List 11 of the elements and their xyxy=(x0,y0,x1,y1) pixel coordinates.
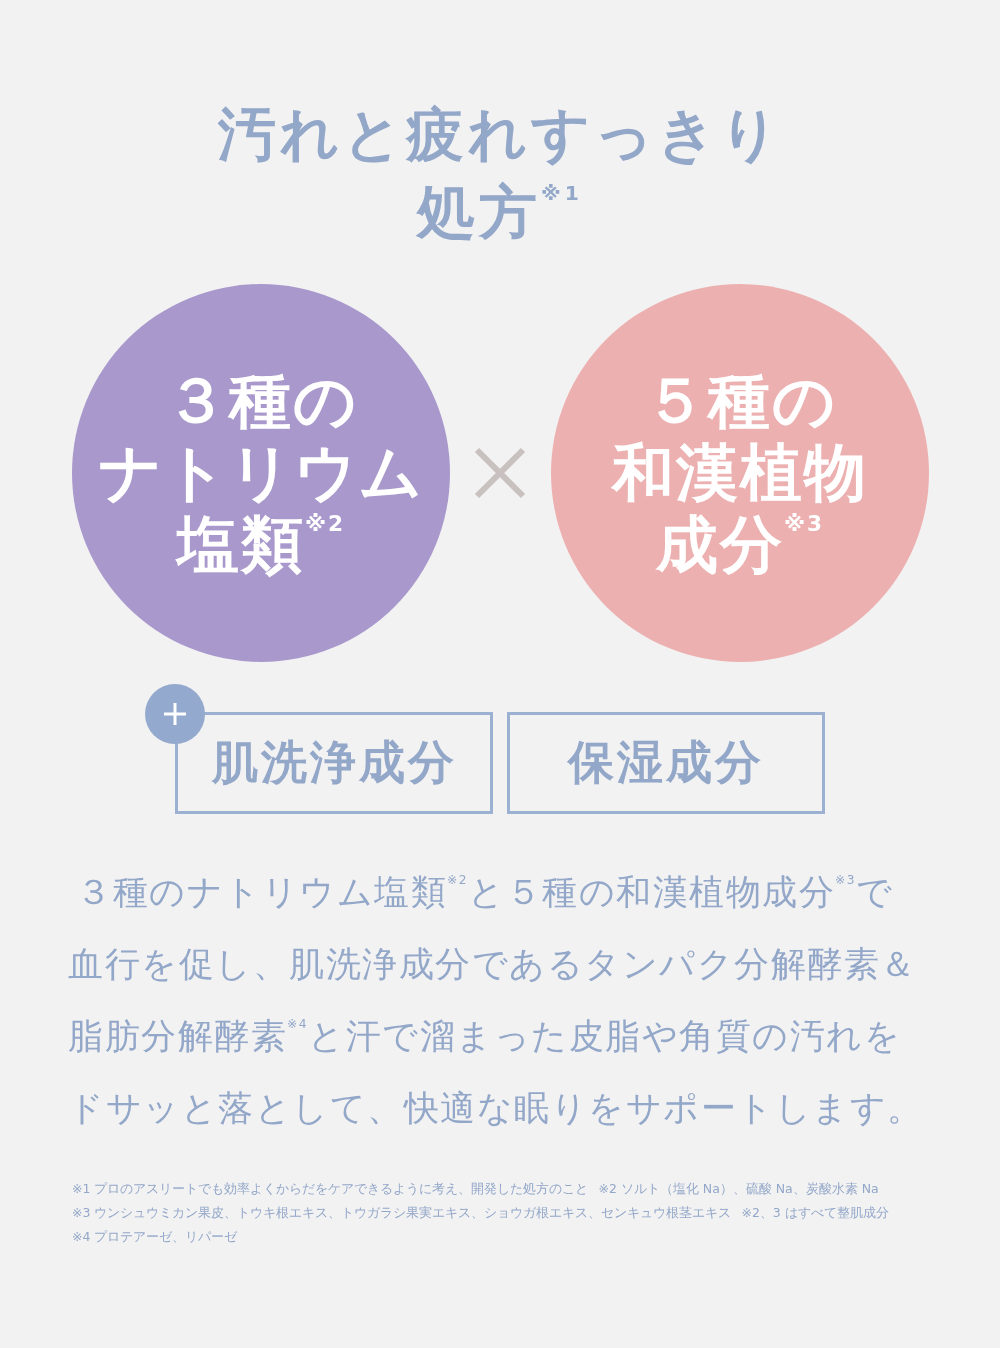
ingredient-circle: ５種の和漢植物成分$^{※3}$ xyxy=(551,284,929,662)
ingredient-circle: ３種のナトリウム塩類$^{※2}$ xyxy=(72,284,450,662)
footnote: ※2 ソルト（塩化 Na）、硫酸 Na、炭酸水素 Na xyxy=(598,1181,879,1198)
body-paragraph: ３種のナトリウム塩類$^{※2}$と５種の和漢植物成分$^{※3}$で血行を促し、肌洗浄成分であるタンパク分解酵素＆脂肪分解酵素$^{※4}$と汗で溜まった皮脂や角質の汚れをドサッと落として、快適な眠りをサポートします。 xyxy=(68,871,925,1130)
title: 汚れと疲れすっきり処方$^{※1}$ xyxy=(216,99,784,248)
ingredient-box: 保湿成分 xyxy=(507,712,825,814)
footnote: ※2、3 はすべて整肌成分 xyxy=(741,1205,889,1222)
footnote: ※1 プロのアスリートでも効率よくからだをケアできるように考え、開発した処方のこと xyxy=(72,1181,589,1198)
ingredient-box: 肌洗浄成分 xyxy=(175,712,493,814)
footnote: ※3 ウンシュウミカン果皮、トウキ根エキス、トウガラシ果実エキス、ショウガ根エキス、センキュウ根茎エキス xyxy=(72,1205,732,1222)
footnote: ※4 プロテアーゼ、リパーゼ xyxy=(72,1229,238,1246)
